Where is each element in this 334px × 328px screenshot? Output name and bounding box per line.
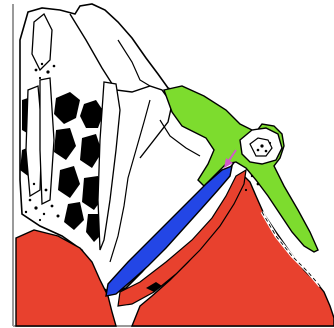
anatomical-illustration [0,0,334,328]
